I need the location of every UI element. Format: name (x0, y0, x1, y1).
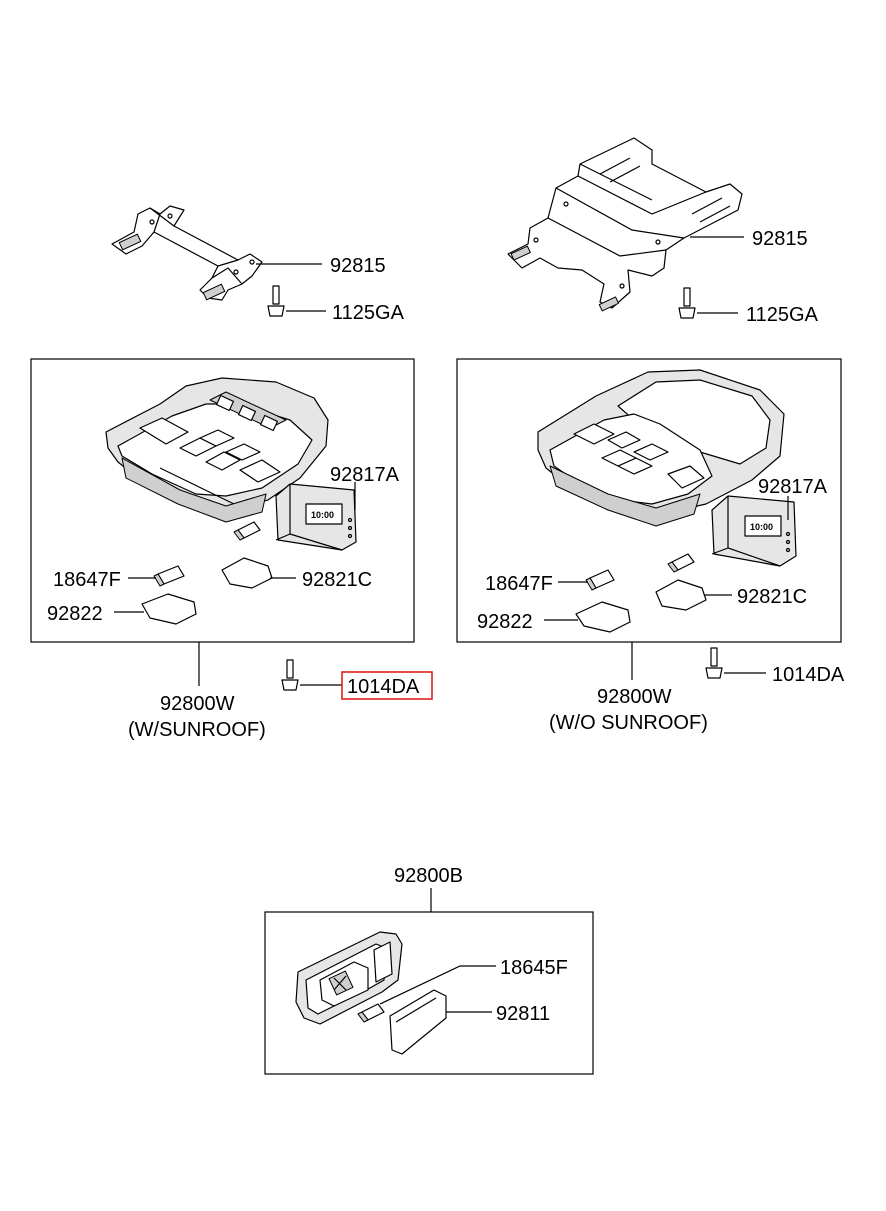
callout-92817a-left: 92817A (330, 464, 400, 486)
overhead-console-sunroof[interactable] (105, 377, 329, 523)
callout-92821c-left: 92821C (302, 569, 372, 591)
callout-92815-right: 92815 (752, 228, 808, 250)
clock-display-left: 10:00 (311, 510, 334, 520)
callout-92821c-right: 92821C (737, 586, 807, 608)
lens-92822-left[interactable] (141, 593, 197, 625)
callout-1014da-left: 1014DA (347, 676, 420, 698)
screw-1125ga-left[interactable] (267, 285, 285, 317)
note-with-sunroof: (W/SUNROOF) (128, 719, 266, 741)
room-lamp-housing[interactable] (295, 931, 403, 1025)
bulb-18647f-right[interactable] (585, 569, 615, 591)
callout-18647f-left: 18647F (53, 569, 121, 591)
bulb-18645f[interactable] (357, 1003, 385, 1023)
clock-module-right[interactable]: 10:00 (711, 495, 797, 567)
clock-display-right: 10:00 (750, 522, 773, 532)
overhead-console-no-sunroof[interactable] (537, 369, 785, 527)
mounting-bracket-right[interactable] (507, 137, 743, 312)
bulb-small-right[interactable] (667, 553, 695, 573)
callout-1125ga-left: 1125GA (332, 302, 405, 324)
callout-18645f: 18645F (500, 957, 568, 979)
callout-1125ga-right: 1125GA (746, 304, 819, 326)
mounting-bracket-left[interactable] (111, 205, 263, 301)
callout-1014da-right: 1014DA (772, 664, 845, 686)
callout-92800w-no-sunroof: 92800W (597, 686, 672, 708)
screw-1125ga-right[interactable] (678, 287, 696, 319)
screw-1014da-left[interactable] (281, 659, 299, 691)
lens-92821c-left[interactable] (221, 557, 273, 589)
lens-92811[interactable] (389, 989, 447, 1055)
callout-92822-right: 92822 (477, 611, 533, 633)
lens-92822-right[interactable] (575, 601, 631, 633)
bulb-small-left[interactable] (233, 521, 261, 541)
callout-92800w-sunroof: 92800W (160, 693, 235, 715)
leader-18645f (379, 965, 496, 1005)
callout-92811: 92811 (496, 1003, 550, 1025)
highlight-box-1014da (341, 671, 433, 700)
bulb-18647f-left[interactable] (153, 565, 185, 587)
callout-92822-left: 92822 (47, 603, 103, 625)
note-without-sunroof: (W/O SUNROOF) (549, 712, 708, 734)
assembly-box-room-lamp (264, 911, 594, 1075)
lens-92821c-right[interactable] (655, 579, 707, 611)
callout-92800b: 92800B (394, 865, 463, 887)
callout-92815-left: 92815 (330, 255, 386, 277)
clock-module-left[interactable]: 10:00 (275, 483, 357, 551)
callout-18647f-right: 18647F (485, 573, 553, 595)
screw-1014da-right[interactable] (705, 647, 723, 679)
callout-92817a-right: 92817A (758, 476, 828, 498)
assembly-box-no-sunroof (456, 358, 842, 643)
assembly-box-sunroof (30, 358, 415, 643)
